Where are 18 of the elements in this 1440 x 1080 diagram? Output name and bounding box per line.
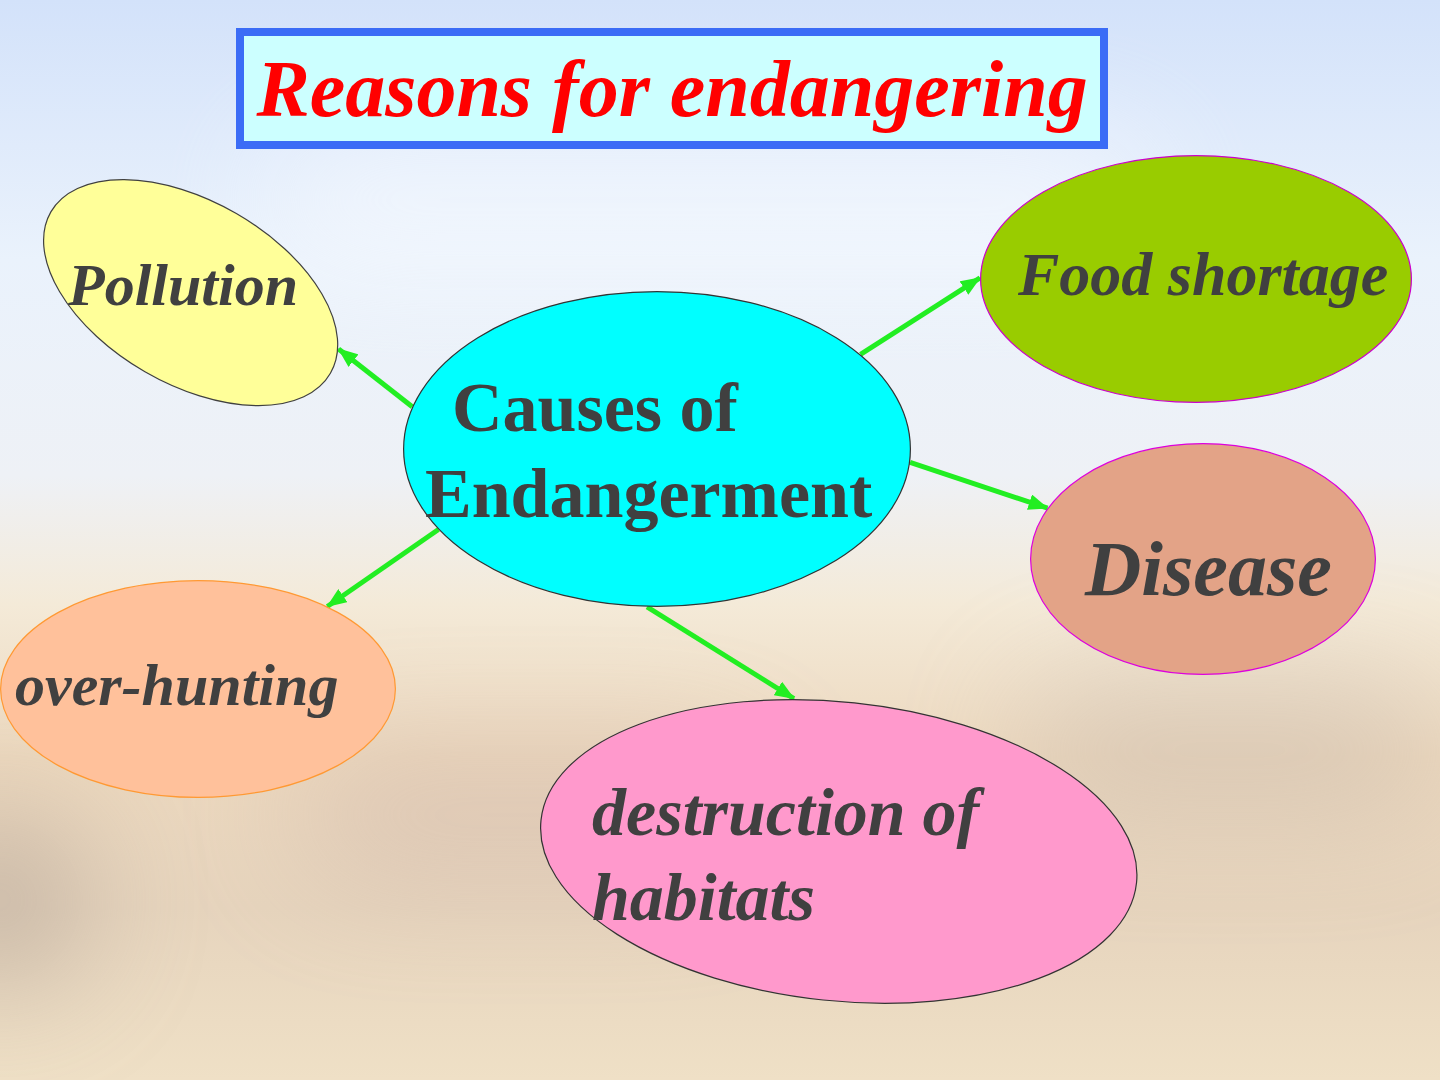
node-text: Food shortage [1018, 239, 1389, 310]
node-text: over-hunting [15, 651, 339, 720]
ellipse-node [980, 155, 1412, 403]
arrow [859, 275, 982, 357]
arrow [645, 604, 796, 701]
ellipse-node [540, 698, 1138, 1004]
node-text: Causes of Endangerment [425, 368, 874, 534]
arrow [909, 460, 1049, 511]
arrow [337, 347, 414, 409]
central-ellipse [403, 291, 911, 607]
node-text: Pollution [68, 251, 299, 320]
ellipse-node [1030, 443, 1376, 675]
arrow [325, 527, 440, 609]
node-text: Disease [1085, 524, 1332, 614]
ellipse-node [43, 179, 339, 407]
node-text: destruction of habitats [592, 770, 1032, 940]
title-banner: Reasons for endangering [236, 28, 1108, 149]
ellipse-node [0, 580, 396, 798]
